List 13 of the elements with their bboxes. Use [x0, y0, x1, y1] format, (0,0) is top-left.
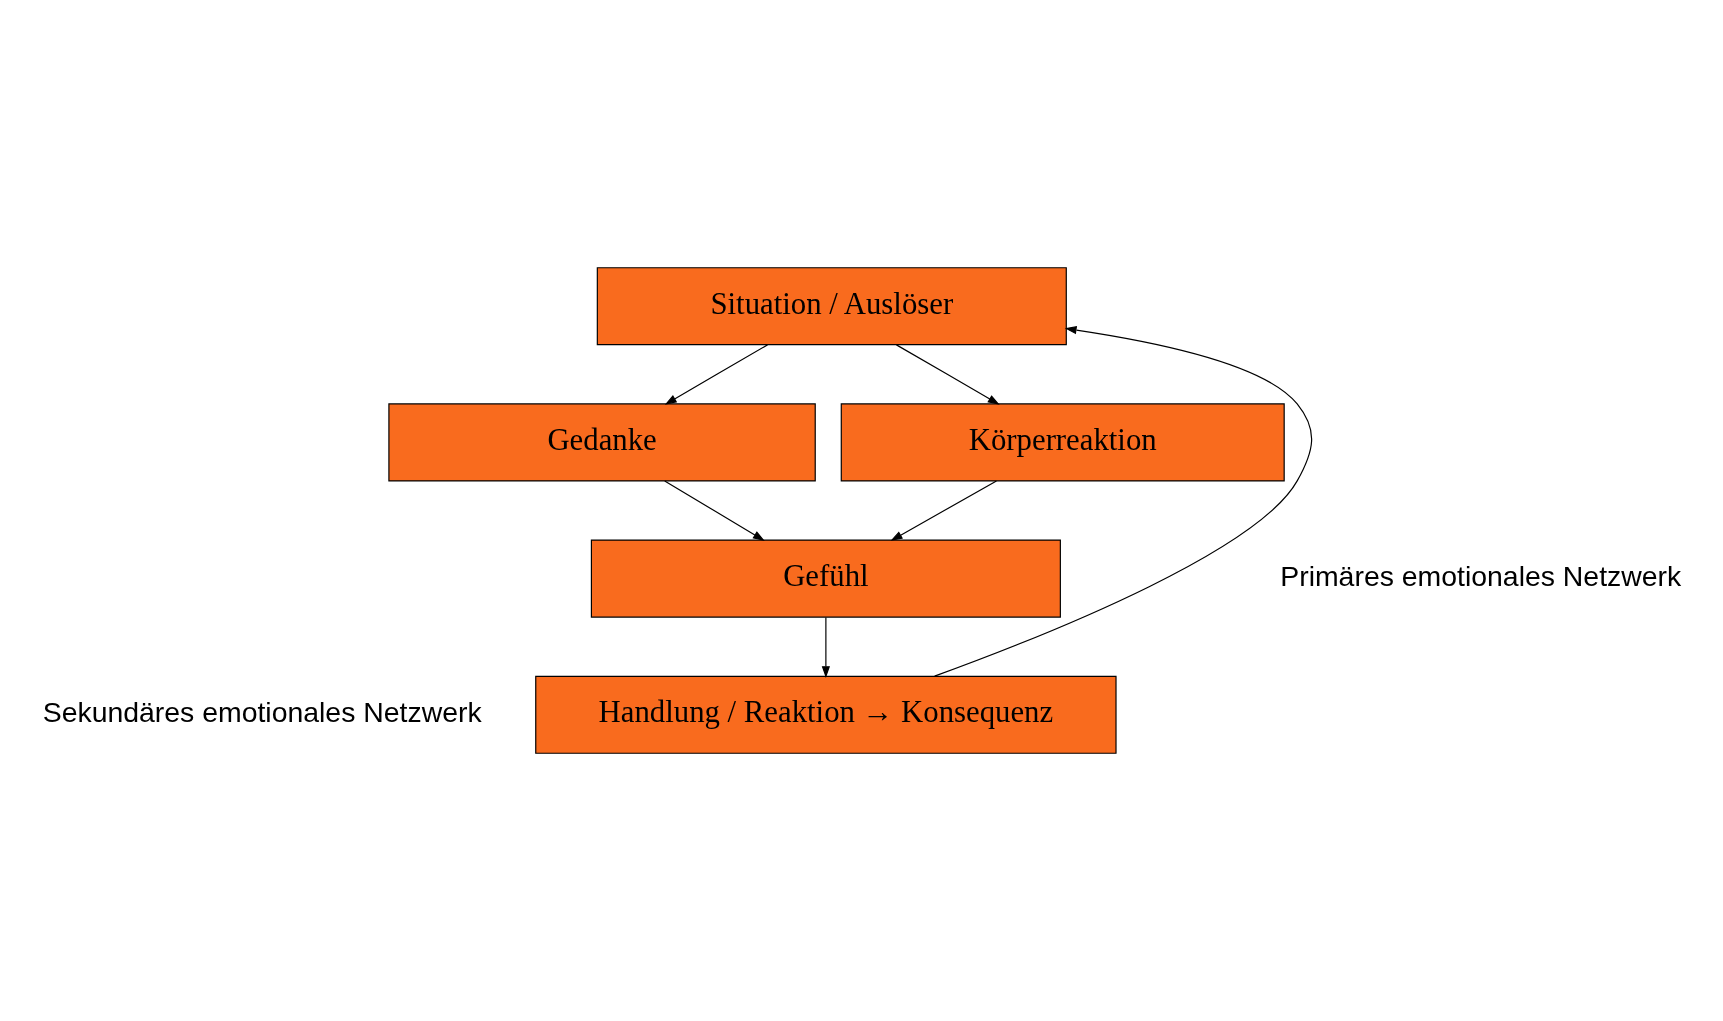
node-box: Gedanke [387, 403, 816, 482]
node-box: Situation / Auslöser [596, 267, 1067, 346]
node-box: Körperreaktion [840, 403, 1285, 482]
node-box: Gefühl [590, 539, 1061, 618]
arrow [663, 480, 765, 541]
label: Sekundäres emotionales Netzwerk [42, 696, 482, 729]
arrow [895, 344, 1000, 405]
node-box: Handlung / Reaktion → Konsequenz [534, 675, 1117, 754]
arrow [821, 616, 830, 679]
arrow [890, 480, 997, 541]
arrow [933, 325, 1312, 677]
label: Primäres emotionales Netzwerk [1279, 559, 1681, 592]
arrow [664, 344, 768, 405]
